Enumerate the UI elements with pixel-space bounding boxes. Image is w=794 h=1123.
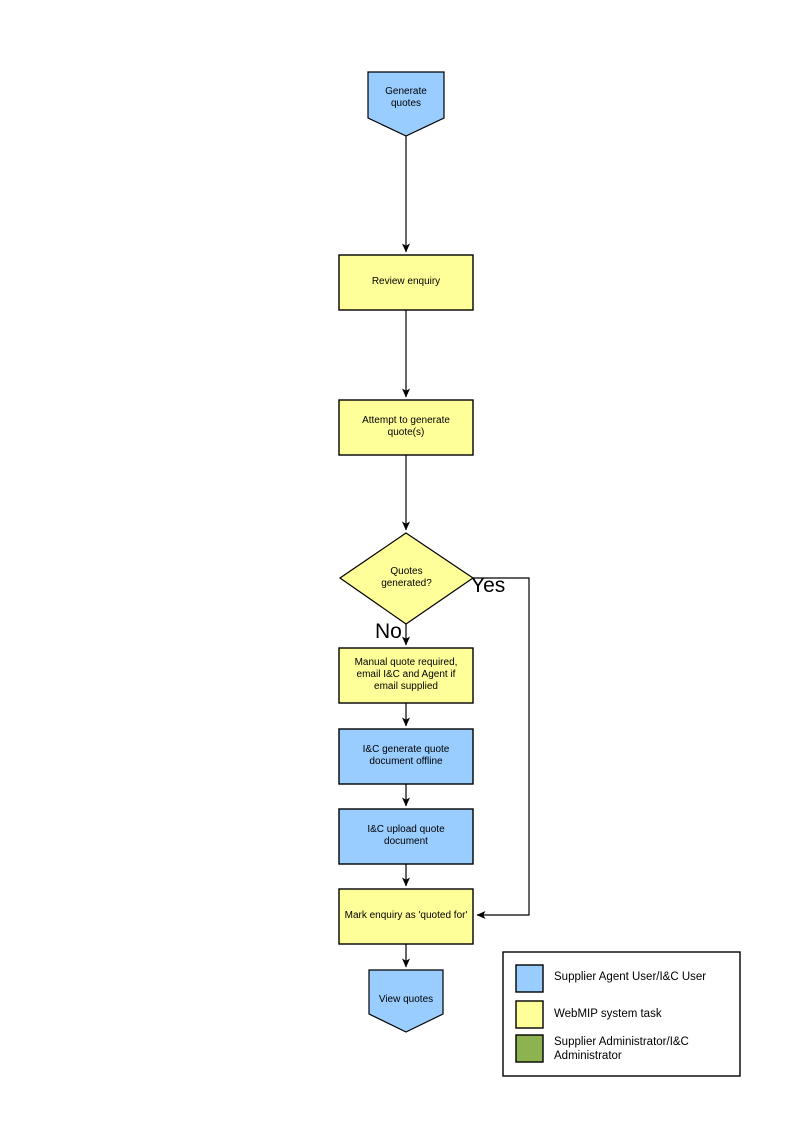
legend-swatch-1 bbox=[515, 1000, 544, 1029]
node-ic-upload-quote-document[interactable] bbox=[338, 808, 474, 865]
node-quotes-generated[interactable] bbox=[338, 532, 475, 625]
legend-item-label-0: Supplier Agent User/I&C User bbox=[554, 971, 707, 983]
legend-item-label-2: Supplier Administrator/I&C Administrator bbox=[554, 1036, 689, 1062]
edge-quotes-generated-yes-to-mark-enquiry bbox=[473, 577, 530, 919]
node-mark-enquiry-as-quoted-for[interactable] bbox=[338, 888, 474, 945]
legend-item-label-1: WebMIP system task bbox=[554, 1008, 662, 1020]
node-attempt-to-generate-quotes[interactable] bbox=[338, 399, 474, 456]
edge-label-no: No bbox=[375, 620, 402, 643]
node-review-enquiry[interactable] bbox=[338, 254, 474, 311]
node-ic-generate-quote-document-offline[interactable] bbox=[338, 728, 474, 785]
edge-label-yes: Yes bbox=[471, 574, 506, 597]
node-generate-quotes[interactable] bbox=[367, 71, 445, 137]
legend-swatch-2 bbox=[515, 1034, 544, 1063]
node-manual-quote-required[interactable] bbox=[338, 647, 474, 704]
legend-swatch-0 bbox=[515, 964, 544, 993]
node-view-quotes[interactable] bbox=[368, 969, 444, 1033]
